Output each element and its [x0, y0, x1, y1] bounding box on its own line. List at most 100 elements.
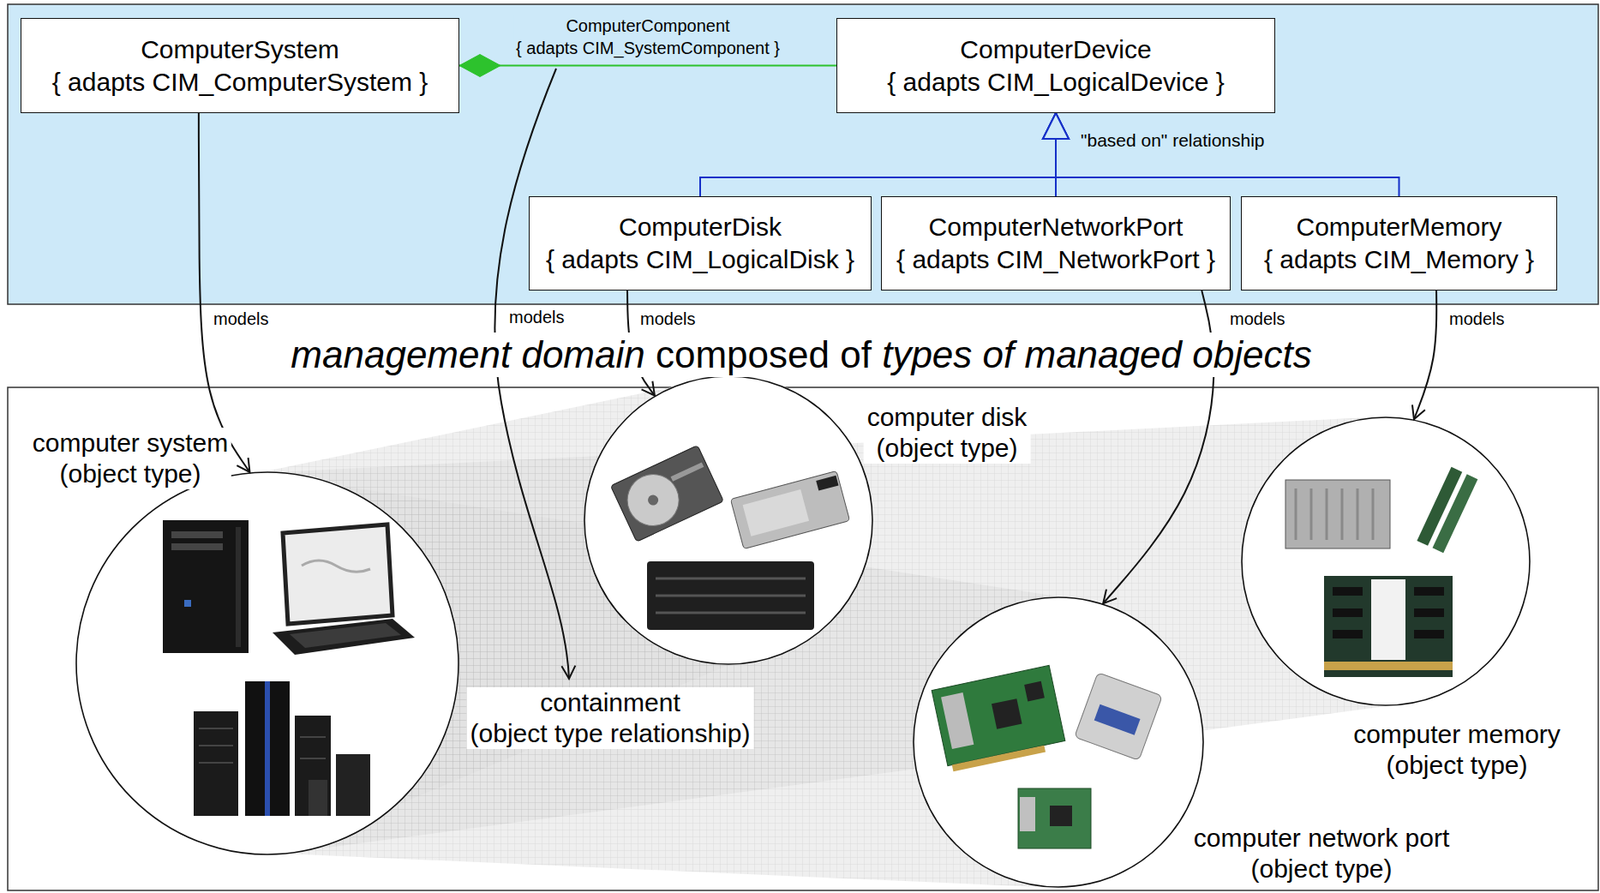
object-type-label: computer disk (object type) — [863, 401, 1031, 464]
circle-outline-holder — [583, 375, 874, 666]
class-box: ComputerMemory{ adapts CIM_Memory } — [1240, 196, 1558, 291]
tower-pc — [162, 520, 249, 654]
memory-sticks — [1416, 467, 1478, 553]
pc-card-body — [1074, 672, 1163, 762]
title-word: of — [982, 333, 1015, 376]
computer-illustrations — [162, 520, 415, 816]
gold-contacts — [1324, 661, 1453, 671]
laptop-screen — [282, 524, 393, 624]
circle-outline — [76, 472, 459, 855]
rack-slots — [198, 728, 326, 763]
memory-board — [1324, 575, 1453, 678]
edge-label: "based on" relationship — [1078, 129, 1268, 152]
class-stereotype: { adapts CIM_Memory } — [1264, 243, 1535, 276]
screen-picture — [301, 560, 371, 572]
title-word: management — [290, 333, 511, 376]
server-rack — [294, 715, 331, 816]
memory-illustrations — [1285, 467, 1478, 678]
edge-label-holder: "based on" relationship — [1078, 129, 1268, 152]
title-word: of — [839, 333, 872, 376]
object-type-circle: computer network port (object type) — [912, 596, 1205, 888]
card-ports — [940, 692, 974, 750]
edge-label: models — [1446, 308, 1507, 330]
class-name: ComputerDisk — [618, 210, 782, 244]
edge-label-holder: ComputerComponent { adapts CIM_SystemCom… — [513, 14, 783, 60]
ssd-case — [730, 470, 850, 549]
circle-outline — [1241, 417, 1530, 706]
models-arrow — [198, 113, 251, 473]
memory-module — [1285, 479, 1391, 549]
laptop-base — [272, 618, 415, 655]
edge-label-holder: models — [1446, 308, 1507, 330]
title-word: managed — [1024, 333, 1182, 376]
edge-label: models — [637, 308, 698, 330]
class-box: ComputerDisk{ adapts CIM_LogicalDisk } — [528, 196, 872, 291]
class-box: ComputerSystem{ adapts CIM_ComputerSyste… — [20, 17, 460, 114]
class-box: ComputerNetworkPort{ adapts CIM_NetworkP… — [880, 196, 1231, 291]
ssd-connector — [815, 475, 839, 492]
annotation-label: containment (object type relationship) — [467, 687, 755, 750]
disk-illustrations — [610, 445, 850, 630]
enclosure-slots — [655, 578, 806, 613]
circle-outline — [913, 597, 1204, 887]
circle-ground — [912, 596, 1205, 888]
circle-label-holder: computer memory (object type) — [1349, 719, 1565, 781]
card-chip — [1024, 681, 1045, 702]
metamodel-panel — [7, 4, 1599, 305]
module-sticker — [1371, 579, 1406, 660]
fibre-card — [1018, 788, 1091, 849]
class-box: ComputerDevice{ adapts CIM_LogicalDevice… — [836, 17, 1276, 114]
title-holder: management domain composed of types of m… — [285, 332, 1317, 378]
circle-outline-holder — [912, 596, 1205, 888]
class-name: ComputerMemory — [1295, 210, 1502, 244]
circle-outline-holder — [1240, 416, 1531, 707]
server-rack — [245, 681, 290, 816]
title-word: objects — [1192, 333, 1312, 376]
circle-ground — [75, 471, 460, 856]
server-unit — [308, 779, 328, 816]
title-word: composed — [655, 333, 830, 376]
edge-label-holder: models — [210, 308, 271, 330]
circle-ground — [1240, 416, 1531, 707]
models-arrow — [1414, 290, 1437, 420]
drive-bay — [171, 531, 223, 539]
laptop-keyboard — [289, 623, 402, 648]
solid-state-disk — [730, 470, 850, 549]
class-name: ComputerDevice — [959, 33, 1151, 66]
composition-line — [459, 64, 837, 66]
circle-label-holder: computer network port (object type) — [1190, 822, 1453, 885]
free-label-holder: models — [505, 306, 568, 328]
disk-spindle — [646, 493, 660, 508]
object-type-circle: computer memory (object type) — [1240, 416, 1531, 707]
edge-label: models — [210, 308, 271, 330]
edge-label-holder: models — [1227, 308, 1288, 330]
ssd-plate — [743, 489, 809, 537]
memory-chips — [1332, 591, 1445, 635]
pc-card — [1074, 672, 1163, 762]
circle-ground — [583, 375, 874, 666]
rack-stripe — [264, 681, 270, 816]
card-contacts — [952, 745, 1046, 773]
server-unit — [335, 754, 371, 816]
class-stereotype: { adapts CIM_NetworkPort } — [896, 243, 1216, 276]
edge-label-holder: models — [637, 308, 698, 330]
edge-label: ComputerComponent { adapts CIM_SystemCom… — [513, 14, 783, 60]
free-label-holder: containment (object type relationship) — [467, 687, 755, 750]
object-type-label: computer network port (object type) — [1190, 822, 1453, 885]
class-stereotype: { adapts CIM_LogicalDisk } — [545, 243, 855, 276]
circle-label-holder: computer system (object type) — [29, 427, 232, 490]
network-illustrations — [931, 665, 1163, 849]
hard-disk — [610, 445, 724, 543]
card-chip — [1049, 805, 1073, 827]
disk-arm — [671, 461, 705, 481]
object-type-circle: computer system (object type) — [75, 471, 460, 856]
class-name: ComputerSystem — [140, 33, 340, 66]
storage-enclosure — [647, 561, 815, 630]
card-chip — [991, 698, 1023, 730]
connectors — [198, 65, 1437, 605]
tower-edge — [235, 527, 241, 648]
disk-case — [610, 445, 724, 543]
fibre-ports — [1019, 797, 1036, 832]
